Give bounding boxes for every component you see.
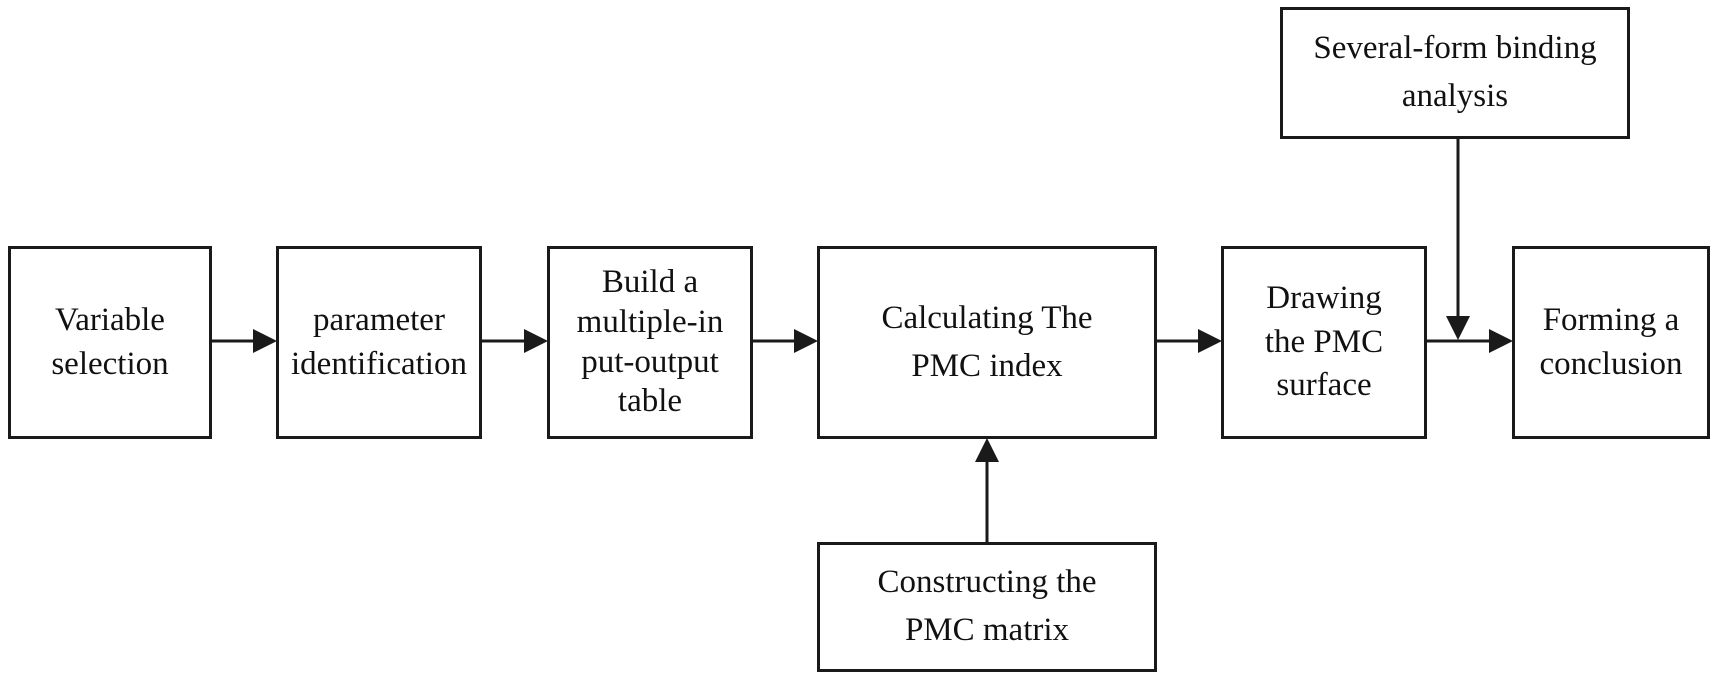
node-variable-selection: Variable selection [8, 246, 212, 439]
node-parameter-identification: parameter identification [276, 246, 482, 439]
node-variable-selection-label: Variable selection [51, 301, 169, 382]
node-binding-analysis: Several-form binding analysis [1280, 7, 1630, 139]
node-drawing-surface: Drawing the PMC surface [1221, 246, 1427, 439]
node-forming-conclusion-label: Forming a conclusion [1539, 301, 1683, 382]
node-binding-analysis-label: Several-form binding analysis [1313, 30, 1597, 114]
node-constructing-matrix-label: Constructing the PMC matrix [877, 564, 1097, 648]
node-drawing-surface-label: Drawing the PMC surface [1264, 280, 1384, 404]
node-parameter-identification-label: parameter identification [291, 301, 467, 382]
node-calculating-index: Calculating The PMC index [817, 246, 1157, 439]
node-constructing-matrix: Constructing the PMC matrix [817, 542, 1157, 672]
node-build-table-label: Build a multiple-in put-output table [576, 264, 724, 420]
node-forming-conclusion: Forming a conclusion [1512, 246, 1710, 439]
node-calculating-index-label: Calculating The PMC index [881, 299, 1093, 384]
node-build-table: Build a multiple-in put-output table [547, 246, 753, 439]
